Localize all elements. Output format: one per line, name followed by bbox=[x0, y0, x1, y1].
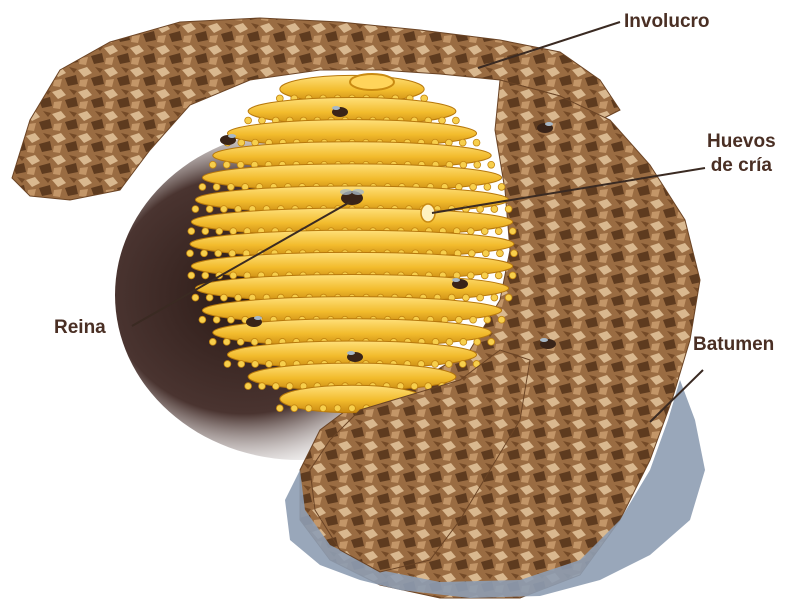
brood-cell bbox=[495, 228, 502, 235]
brood-cell bbox=[474, 338, 481, 345]
brood-cell bbox=[252, 361, 259, 368]
brood-cell bbox=[498, 183, 505, 190]
brood-cell bbox=[206, 294, 213, 301]
brood-cell bbox=[491, 294, 498, 301]
brood-cell bbox=[187, 250, 194, 257]
brood-cell bbox=[470, 316, 477, 323]
brood-cell bbox=[213, 316, 220, 323]
brood-cell bbox=[505, 206, 512, 213]
brood-cell bbox=[230, 272, 237, 279]
brood-cell bbox=[482, 250, 489, 257]
brood-cell bbox=[272, 383, 279, 390]
brood-cell bbox=[230, 228, 237, 235]
brood-cell bbox=[286, 383, 293, 390]
brood-cell bbox=[495, 272, 502, 279]
brood-cell bbox=[235, 294, 242, 301]
brood-cell bbox=[455, 316, 462, 323]
brood-cell bbox=[238, 361, 245, 368]
brood-cell bbox=[498, 316, 505, 323]
brood-cell bbox=[481, 272, 488, 279]
brood-cell bbox=[459, 139, 466, 146]
label-involucro: Involucro bbox=[624, 10, 710, 34]
brood-cell bbox=[488, 161, 495, 168]
brood-cell bbox=[223, 161, 230, 168]
worker-bee bbox=[220, 134, 236, 145]
brood-cell bbox=[259, 383, 266, 390]
brood-cell bbox=[509, 272, 516, 279]
brood-cell bbox=[201, 250, 208, 257]
label-batumen: Batumen bbox=[693, 333, 774, 357]
brood-cell bbox=[439, 117, 446, 124]
brood-cell bbox=[224, 361, 231, 368]
brood-cell bbox=[215, 250, 222, 257]
brood-cell bbox=[202, 272, 209, 279]
brood-cell bbox=[411, 383, 418, 390]
brood-cell bbox=[467, 228, 474, 235]
brood-cell bbox=[188, 272, 195, 279]
brood-cell bbox=[220, 206, 227, 213]
brood-cell bbox=[213, 183, 220, 190]
brood-cell bbox=[481, 228, 488, 235]
brood-cell bbox=[188, 228, 195, 235]
brood-cell bbox=[202, 228, 209, 235]
brood-cell bbox=[251, 338, 258, 345]
label-huevos-line2: de cría bbox=[707, 154, 776, 178]
brood-cell bbox=[199, 183, 206, 190]
brood-cell bbox=[470, 183, 477, 190]
brood-cell bbox=[446, 338, 453, 345]
label-huevos-de-cria: Huevos de cría bbox=[707, 130, 776, 178]
brood-cell bbox=[320, 405, 327, 412]
brood-cell bbox=[235, 206, 242, 213]
brood-cell bbox=[473, 139, 480, 146]
brood-cell bbox=[276, 405, 283, 412]
brood-cell bbox=[192, 206, 199, 213]
brood-cell bbox=[488, 338, 495, 345]
brood-cell bbox=[432, 361, 439, 368]
brood-cell bbox=[349, 405, 356, 412]
brood-cell bbox=[474, 161, 481, 168]
brood-cell bbox=[227, 183, 234, 190]
brood-cell bbox=[477, 294, 484, 301]
brood-cell bbox=[223, 338, 230, 345]
brood-cell bbox=[209, 161, 216, 168]
label-huevos-line1: Huevos bbox=[707, 130, 776, 154]
brood-cell bbox=[192, 294, 199, 301]
brood-cell bbox=[206, 206, 213, 213]
brood-cell bbox=[237, 161, 244, 168]
brood-cell bbox=[334, 405, 341, 412]
brood-cell bbox=[484, 183, 491, 190]
brood-cell bbox=[511, 250, 518, 257]
brood-cell bbox=[220, 294, 227, 301]
brood-cell bbox=[497, 250, 504, 257]
brood-cell bbox=[484, 316, 491, 323]
brood-cell bbox=[509, 228, 516, 235]
brood-cell bbox=[462, 294, 469, 301]
brood-cell bbox=[216, 228, 223, 235]
label-reina: Reina bbox=[54, 316, 106, 340]
brood-cell bbox=[266, 361, 273, 368]
comb-top-opening bbox=[350, 74, 394, 90]
brood-cell bbox=[259, 117, 266, 124]
brood-cell bbox=[505, 294, 512, 301]
brood-cell bbox=[459, 361, 466, 368]
brood-cell bbox=[227, 316, 234, 323]
brood-cell bbox=[229, 250, 236, 257]
brood-cell bbox=[467, 272, 474, 279]
brood-cell bbox=[460, 338, 467, 345]
brood-cell bbox=[238, 139, 245, 146]
brood-cell bbox=[245, 117, 252, 124]
brood-cell bbox=[245, 383, 252, 390]
brood-cell bbox=[477, 206, 484, 213]
brood-cell bbox=[460, 161, 467, 168]
brood-cell bbox=[305, 405, 312, 412]
brood-cell bbox=[468, 250, 475, 257]
brood-cell bbox=[291, 405, 298, 412]
brood-cell bbox=[445, 361, 452, 368]
brood-cell bbox=[452, 117, 459, 124]
brood-cell bbox=[237, 338, 244, 345]
brood-cell bbox=[199, 316, 206, 323]
brood-cell bbox=[209, 338, 216, 345]
brood-cell bbox=[491, 206, 498, 213]
